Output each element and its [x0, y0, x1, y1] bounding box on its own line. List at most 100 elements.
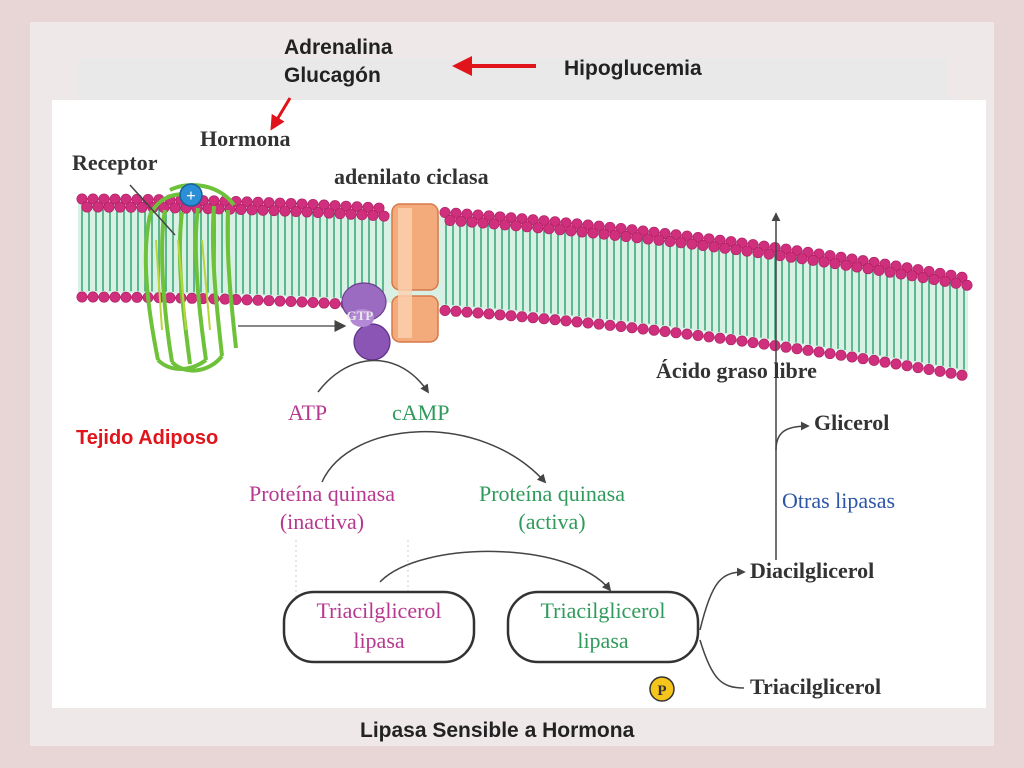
lipid-head	[312, 207, 324, 219]
lipid-head	[664, 235, 676, 247]
lipid-head	[928, 273, 940, 285]
lipid-head	[268, 205, 280, 217]
lipid-head	[851, 261, 863, 273]
lipid-head	[120, 291, 132, 303]
tgl-inactive-line2: lipasa	[353, 628, 405, 653]
tgl-lipase-inactive-box	[282, 590, 476, 664]
lipid-head	[774, 250, 786, 262]
lipid-head	[692, 329, 704, 341]
lipid-head	[840, 259, 852, 271]
tgl-lipase-inactive-label: Triacilglicerol lipasa	[284, 596, 474, 656]
lipid-head	[945, 367, 957, 379]
pk-inactive-line1: Proteína quinasa	[248, 481, 396, 506]
lipid-head	[274, 197, 286, 209]
lipid-head	[917, 272, 929, 284]
lipid-head	[560, 315, 572, 327]
g-protein	[341, 282, 391, 361]
label-adenilato-ciclasa: adenilato ciclasa	[334, 164, 489, 189]
lipid-head	[554, 224, 566, 236]
lipid-head	[532, 222, 544, 234]
lipid-head	[131, 291, 143, 303]
label-atp: ATP	[288, 400, 328, 425]
lipid-head	[169, 202, 181, 214]
lipid-head	[835, 349, 847, 361]
lipid-head	[741, 245, 753, 257]
lipid-head	[802, 344, 814, 356]
lipid-head	[642, 233, 654, 245]
lipid-head	[752, 247, 764, 259]
lipid-head	[307, 199, 319, 211]
lipid-head	[285, 198, 297, 210]
arrow-lipase-activation	[379, 550, 612, 592]
tgl-inactive-line1: Triacilglicerol	[316, 598, 442, 623]
lipid-head	[345, 208, 357, 220]
lipid-head	[318, 297, 330, 309]
lipid-head	[736, 335, 748, 347]
lipid-head	[565, 225, 577, 237]
arrow-triacilglicerol	[699, 639, 745, 689]
label-hipoglucemia: Hipoglucemia	[564, 57, 702, 80]
phosphate-letter: P	[657, 683, 666, 699]
receptor-inner	[155, 239, 211, 331]
lipid-head	[494, 211, 506, 223]
lipid-head	[296, 198, 308, 210]
tgl-active-line2: lipasa	[577, 628, 629, 653]
lipid-head	[125, 201, 137, 213]
lipid-head	[862, 263, 874, 275]
pk-active-label: Proteína quinasa (activa)	[454, 480, 650, 536]
lipid-head	[450, 207, 462, 219]
lipid-head	[780, 341, 792, 353]
lipid-head	[439, 206, 451, 218]
lipid-head	[785, 251, 797, 263]
lipid-head	[81, 201, 93, 213]
lipid-head	[466, 216, 478, 228]
arrow-glicerol	[775, 421, 810, 451]
lipid-head	[758, 338, 770, 350]
lipid-head	[576, 226, 588, 238]
lipid-head	[274, 295, 286, 307]
lipid-head	[587, 227, 599, 239]
lipid-head	[296, 296, 308, 308]
lipid-head	[109, 193, 121, 205]
lipid-head	[923, 363, 935, 375]
lipid-head	[301, 206, 313, 218]
lipid-head	[796, 253, 808, 265]
lipid-head	[956, 369, 968, 381]
lipid-head	[494, 309, 506, 321]
lipid-head	[626, 322, 638, 334]
lipid-head	[98, 291, 110, 303]
arrow-atp-camp	[317, 359, 429, 394]
lipid-head	[648, 324, 660, 336]
lipid-head	[549, 216, 561, 228]
lipid-head	[598, 228, 610, 240]
label-otras-lipasas: Otras lipasas	[782, 488, 896, 513]
lipid-head	[571, 316, 583, 328]
hormone-plus: +	[186, 186, 196, 205]
lipid-head	[653, 234, 665, 246]
lipid-head	[824, 348, 836, 360]
lipid-head	[637, 323, 649, 335]
lipid-head	[857, 353, 869, 365]
tgl-lipase-active-label: Triacilglicerol lipasa	[508, 596, 698, 656]
tgl-active-line1: Triacilglicerol	[540, 598, 666, 623]
adenylate-cyclase	[391, 203, 439, 343]
lipid-head	[109, 291, 121, 303]
lipid-head	[620, 231, 632, 243]
label-diacilglicerol: Diacilglicerol	[750, 558, 875, 583]
pk-active-line1: Proteína quinasa	[478, 481, 626, 506]
lipid-head	[444, 214, 456, 226]
lipid-head	[323, 207, 335, 219]
lipid-head	[329, 298, 341, 310]
label-receptor: Receptor	[72, 150, 158, 175]
lipid-head	[455, 215, 467, 227]
lipid-head	[318, 199, 330, 211]
lipid-head	[241, 294, 253, 306]
lipid-head	[719, 242, 731, 254]
lipid-head	[461, 208, 473, 220]
lipid-head	[120, 193, 132, 205]
receptor-protein	[143, 183, 238, 373]
lipid-head	[477, 217, 489, 229]
arrow-diacilglicerol	[699, 567, 746, 631]
lipid-head	[769, 340, 781, 352]
